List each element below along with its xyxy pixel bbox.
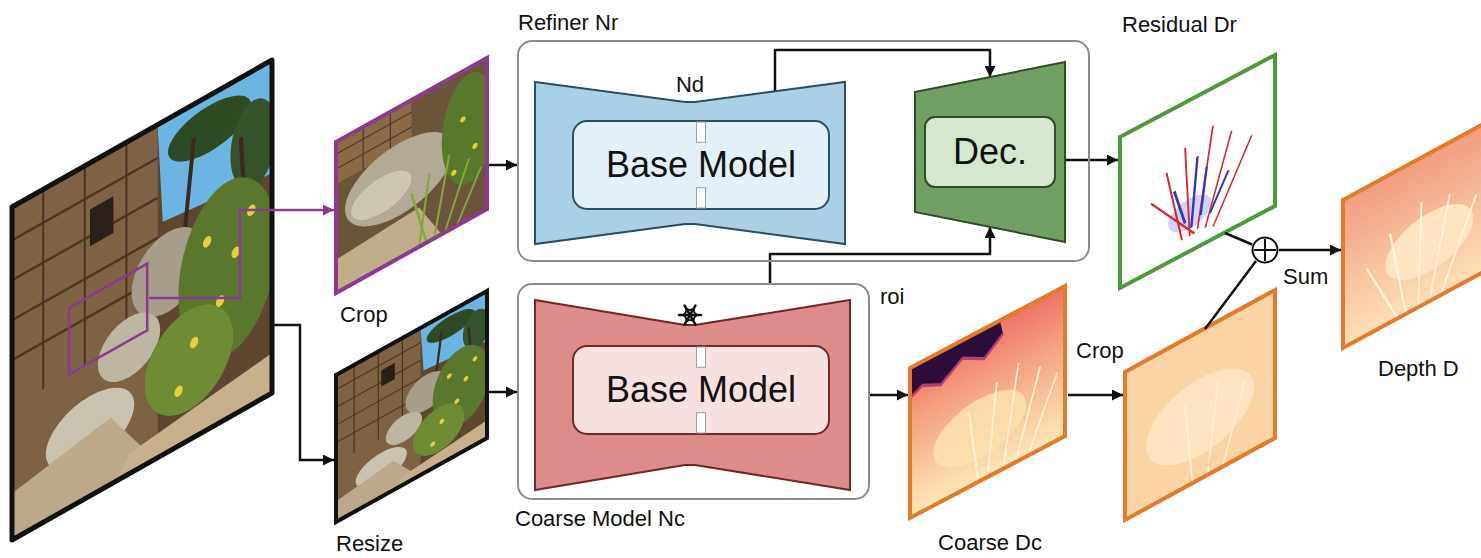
text-slot: Resize — [336, 531, 403, 556]
coarse-crop-map — [1125, 290, 1275, 520]
decoder-trapezoid — [915, 62, 1065, 242]
text-slot: Base Model — [572, 345, 830, 435]
arrow-label: Crop — [1076, 338, 1124, 363]
node-label: Nd — [676, 72, 704, 97]
base-model-block: Base Model — [572, 120, 830, 210]
module-frame — [518, 284, 869, 499]
base-model-block — [573, 121, 829, 209]
text-slot: Depth D — [1378, 356, 1459, 381]
text-slot: Base Model — [572, 120, 830, 210]
residual-map — [1120, 55, 1275, 288]
snowflake-icon — [683, 312, 686, 317]
snowflake-icon — [690, 309, 695, 313]
node-label: Depth D — [1378, 356, 1459, 381]
coarse-depth-image: Coarse Dc — [908, 284, 1067, 520]
node-label: Coarse Dc — [938, 530, 1042, 555]
connector-arrow — [870, 394, 908, 397]
sum-node-outline — [1251, 236, 1279, 264]
sum-cross — [1254, 239, 1276, 261]
depth-frame — [1343, 115, 1481, 348]
text-slot: Crop — [340, 302, 388, 327]
resize-image: Resize — [334, 293, 489, 524]
coarse-frame — [910, 286, 1065, 518]
depth-image: Depth D — [1341, 113, 1481, 350]
node-label: Refiner Nr — [518, 10, 618, 35]
connector-arrow — [1065, 159, 1118, 162]
bottleneck-bar — [697, 347, 706, 367]
network-hourglass — [535, 300, 850, 490]
resized-photo — [336, 289, 490, 522]
refiner-module: Refiner NrNdBase ModelDec. — [517, 40, 1090, 262]
resize-arrow — [274, 325, 334, 460]
node-label: Base Model — [606, 369, 796, 410]
residual-frame — [1120, 55, 1275, 288]
crop-arrow — [149, 210, 334, 298]
connector-arrow — [1225, 233, 1252, 245]
node-label: Sum — [1283, 264, 1328, 289]
snowflake-icon — [685, 305, 696, 324]
text-slot: Sum — [1283, 264, 1328, 289]
edge-label: roi — [880, 284, 904, 309]
sum-input-line — [1205, 261, 1256, 329]
text-slot: Crop — [1076, 338, 1124, 363]
snowflake-icon — [685, 305, 696, 324]
crop-frame — [336, 58, 487, 293]
coarse-crop-frame — [1125, 290, 1275, 520]
node-label: Resize — [336, 531, 403, 556]
node-label: Coarse Model Nc — [515, 506, 685, 531]
crop-arrow — [1068, 394, 1123, 397]
resize-frame — [336, 291, 487, 522]
bottleneck-bar — [697, 122, 706, 142]
network-hourglass — [535, 82, 845, 244]
module-frame — [518, 41, 1089, 261]
connector-arrow — [1279, 249, 1341, 252]
text-slot: Dec. — [925, 117, 1055, 187]
snowflake-icon — [694, 312, 697, 317]
encoder-decoder: NdBase Model — [535, 80, 845, 246]
connector-arrow — [489, 391, 517, 394]
bottleneck-bar — [697, 413, 706, 433]
base-model-block: Base Model — [572, 345, 830, 435]
crop-region — [69, 264, 147, 375]
decoder-inner — [925, 117, 1055, 187]
decoder-block: Dec. — [915, 62, 1065, 242]
sum-node: Sum — [1251, 236, 1279, 264]
snowflake-icon — [686, 317, 691, 321]
text-slot: Coarse Model Nc — [515, 506, 685, 531]
connector-arrow — [489, 164, 517, 167]
text-slot: roi — [880, 284, 904, 309]
node-label: Dec. — [953, 131, 1027, 172]
text-slot: Residual Dr — [1122, 12, 1237, 37]
base-model-block — [573, 346, 829, 434]
crop-image: Crop — [334, 56, 489, 292]
coarse-map — [910, 286, 1065, 518]
coarse-module: Coarse Model NcBase Model — [517, 283, 870, 500]
text-slot: Nd — [676, 72, 704, 97]
node-label: Base Model — [606, 144, 796, 185]
depth-map — [1343, 115, 1481, 348]
input-frame — [12, 60, 272, 540]
sum-circle — [1253, 238, 1278, 263]
text-slot: Refiner Nr — [518, 10, 618, 35]
node-label: Residual Dr — [1122, 12, 1237, 37]
crop-photo — [336, 53, 496, 293]
bottleneck-bar — [697, 188, 706, 208]
text-slot: Coarse Dc — [938, 530, 1042, 555]
node-label: Crop — [340, 302, 388, 327]
